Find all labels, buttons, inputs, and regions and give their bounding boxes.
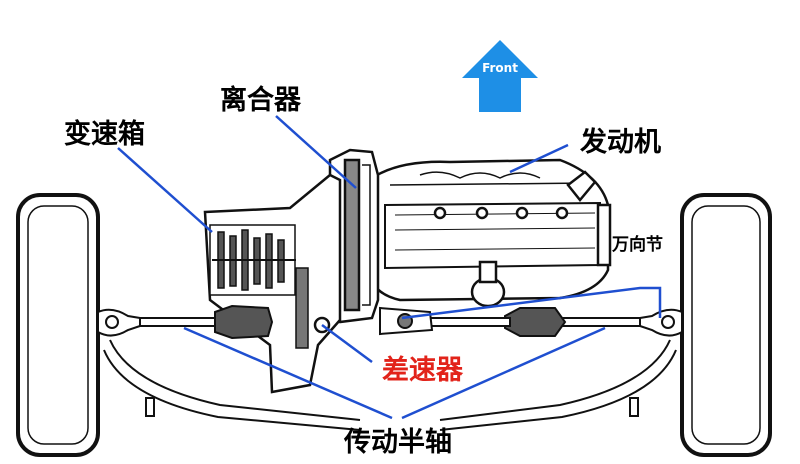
left-control-arm	[103, 339, 361, 431]
leader-engine	[509, 143, 569, 174]
label-differential: 差速器	[382, 355, 463, 386]
clutch-housing	[328, 148, 380, 324]
transmission-case	[203, 173, 342, 394]
leader-universal-joint	[401, 286, 662, 320]
label-universal-joint: 万向节	[612, 235, 663, 255]
leader-half-shaft-right	[401, 326, 606, 420]
leader-lines	[117, 115, 662, 420]
left-wheel	[16, 193, 100, 457]
label-half-shaft: 传动半轴	[344, 427, 452, 458]
front-arrow-icon	[462, 40, 538, 112]
front-arrow-label: Front	[482, 61, 518, 75]
left-half-shaft	[97, 304, 274, 340]
right-wheel	[680, 193, 772, 457]
leader-differential	[321, 323, 373, 364]
leader-half-shaft-left	[183, 326, 393, 420]
right-control-arm	[439, 339, 677, 431]
leader-transmission	[117, 147, 213, 233]
label-engine: 发动机	[580, 127, 661, 158]
right-half-shaft	[379, 306, 683, 337]
leader-clutch	[275, 115, 357, 189]
label-transmission: 变速箱	[64, 119, 145, 150]
label-clutch: 离合器	[220, 85, 301, 116]
engine-block	[366, 158, 612, 308]
